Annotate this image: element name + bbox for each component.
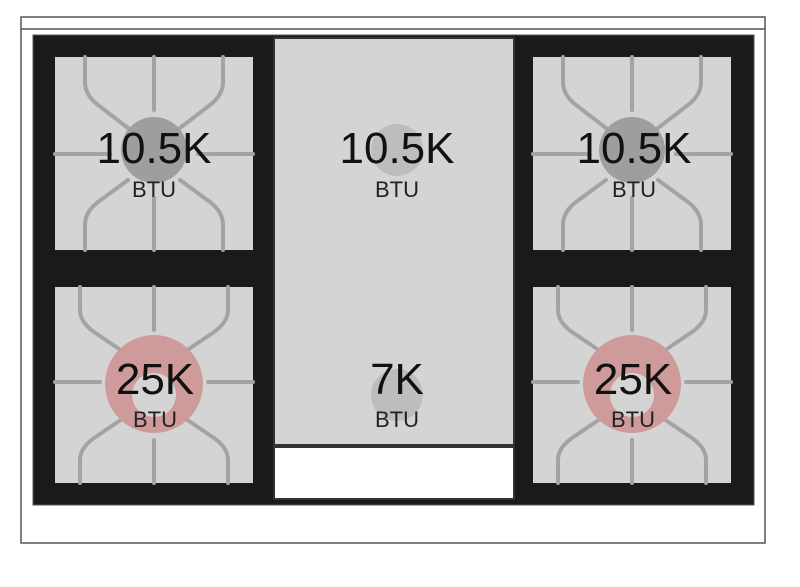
- label-left-rear-value: 10.5K: [97, 124, 212, 173]
- grate-right-front-bars: [531, 285, 733, 485]
- grate-left-front-bars: [53, 285, 255, 485]
- label-center-front-value: 7K: [370, 355, 424, 404]
- burner-right-front-cap: [610, 373, 654, 417]
- grate-right-rear-bars: [531, 55, 733, 252]
- label-center-rear-unit: BTU: [375, 177, 419, 202]
- burner-center-front-icon: [371, 369, 423, 421]
- burner-left-rear-icon: [121, 117, 187, 183]
- grate-left-rear-bars: [53, 55, 255, 252]
- label-left-front-unit: BTU: [133, 407, 177, 432]
- burner-center-rear-icon: [371, 124, 423, 176]
- griddle-drip-tray: [273, 446, 515, 500]
- grate-right-front: [516, 270, 749, 500]
- label-left-front-value: 25K: [116, 355, 194, 404]
- label-center-front-unit: BTU: [375, 407, 419, 432]
- label-right-rear-unit: BTU: [612, 177, 656, 202]
- burner-left-front-cap: [132, 373, 176, 417]
- label-left-rear-unit: BTU: [132, 177, 176, 202]
- label-right-front-unit: BTU: [611, 407, 655, 432]
- burner-right-rear-icon: [599, 117, 665, 183]
- label-right-rear-value: 10.5K: [577, 124, 692, 173]
- label-right-front-value: 25K: [594, 355, 672, 404]
- grate-right-rear: [516, 40, 749, 266]
- griddle-center: [273, 37, 515, 500]
- grate-left-front: [38, 270, 270, 500]
- grate-left-rear: [38, 40, 270, 266]
- label-center-rear-value: 10.5K: [340, 124, 455, 173]
